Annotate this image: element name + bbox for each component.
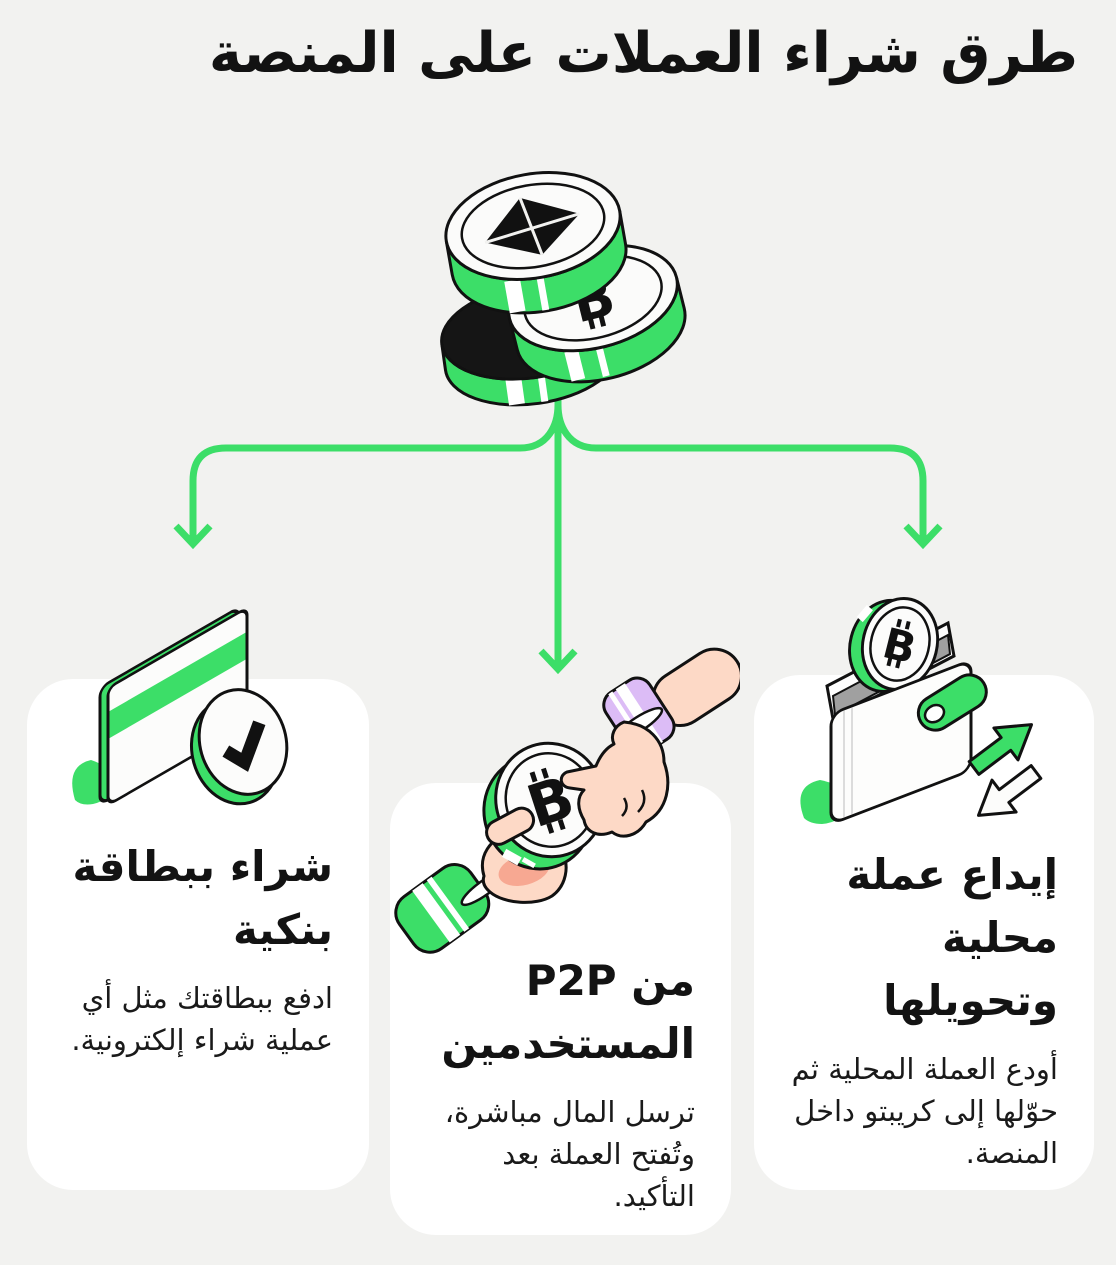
check-mark [222, 720, 266, 772]
card-title: إيداع عملة محلية وتحويلها [846, 850, 1058, 1025]
green-sleeve [394, 863, 491, 954]
arrow-head-center [538, 648, 578, 675]
card-body: أودع العملة المحلية ثم حوّلها إلى كريبتو… [791, 1052, 1058, 1170]
card-title: شراء ببطاقة بنكية [72, 842, 334, 954]
thumb [485, 806, 536, 846]
card-stripe [109, 632, 246, 739]
arrow-head-left [173, 523, 213, 550]
hands-exchange-coin-icon: B [394, 647, 740, 954]
arrow-out-icon [967, 723, 1034, 776]
card-bank-purchase: شراء ببطاقة بنكية ادفع ببطاقتك مثل أي عم… [27, 679, 369, 1190]
finger-creases [621, 789, 646, 817]
card-body: ادفع ببطاقتك مثل أي عملية شراء إلكترونية… [71, 981, 333, 1057]
arrow-in-icon [976, 764, 1043, 817]
card-title: من P2P المستخدمين [441, 956, 695, 1068]
wallet-transfer-icon: B [800, 596, 1043, 824]
credit-card-check-icon [72, 609, 289, 806]
wallet-clasp [916, 673, 988, 732]
ethereum-coin-icon [444, 171, 628, 315]
page-title: طرق شراء العملات على المنصة [208, 21, 1079, 86]
arrow-down-right [554, 404, 927, 540]
check-circle-icon [189, 688, 289, 806]
ethereum-logo-icon [484, 197, 581, 256]
crypto-coins-stack-icon: B [440, 171, 687, 407]
three-way-branch-arrows-icon [173, 388, 943, 675]
card-body: ترسل المال مباشرة، وتُفتح العملة بعد الت… [444, 1095, 695, 1213]
arrow-head-right [903, 523, 943, 550]
bitcoin-coin-icon: B [848, 596, 940, 693]
arrow-down-left [189, 404, 562, 540]
